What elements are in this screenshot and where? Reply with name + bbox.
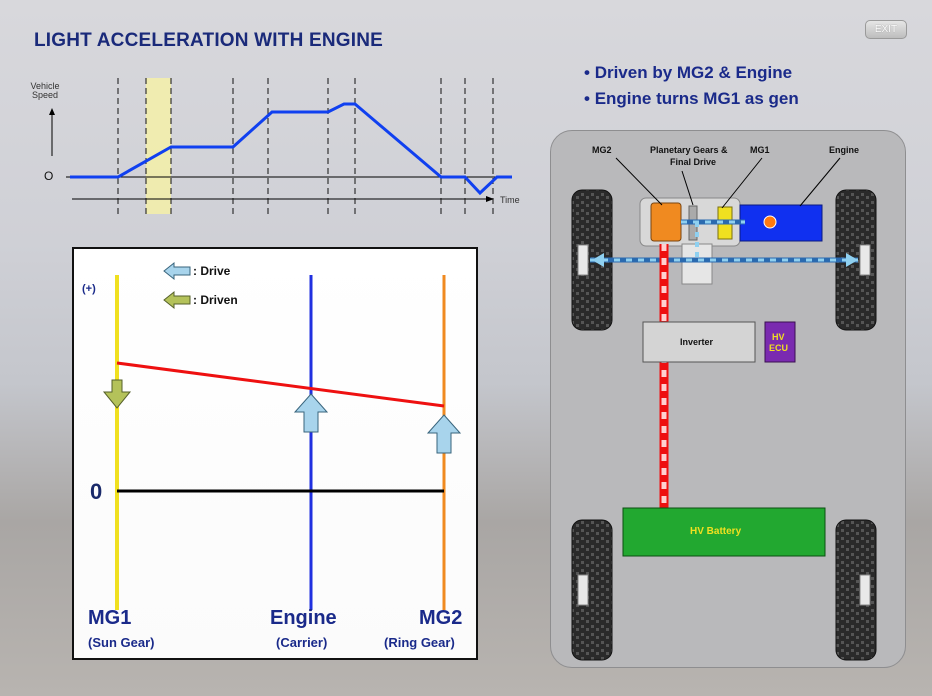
battery-label: HV Battery (690, 526, 742, 537)
time-axis-label: Time (500, 195, 520, 205)
bullet-item: Engine turns MG1 as gen (584, 86, 799, 112)
mg1-axis-sub: (Sun Gear) (88, 635, 155, 650)
phase-lines (117, 78, 494, 214)
speed-curve (70, 102, 512, 196)
speed-zero-label: O (44, 169, 54, 183)
hv-ecu-label-1: HV (772, 332, 785, 342)
hv-ecu-label-2: ECU (769, 343, 789, 353)
mg2-axis-label: MG2 (419, 607, 463, 629)
plus-label: (+) (82, 283, 96, 295)
engine-axis-sub: (Carrier) (276, 635, 328, 650)
bullet-item: Driven by MG2 & Engine (584, 60, 799, 86)
exit-button[interactable]: EXIT (865, 20, 907, 39)
mg2-axis-sub: (Ring Gear) (384, 635, 455, 650)
legend-driven-label: : Driven (193, 293, 238, 307)
planetary-label: Planetary Gears & (650, 145, 728, 155)
mg2-label: MG2 (592, 145, 612, 155)
engine-label: Engine (829, 145, 860, 155)
engine-axis-label: Engine (270, 607, 337, 629)
speed-axis-label: Vehicle Speed (30, 81, 60, 100)
legend-drive-label: : Drive (193, 264, 231, 278)
highlight-band (146, 78, 171, 214)
y-axis-arrow-icon (49, 108, 55, 115)
bullet-list: Driven by MG2 & Engine Engine turns MG1 … (584, 60, 799, 112)
mg1-axis-label: MG1 (88, 607, 132, 629)
page-title: LIGHT ACCELERATION WITH ENGINE (34, 30, 384, 51)
mg1-label: MG1 (750, 145, 770, 155)
nomograph-panel (72, 247, 478, 660)
vehicle-schematic-panel (550, 130, 906, 668)
inverter-label: Inverter (680, 337, 714, 347)
final-drive-label: Final Drive (670, 157, 717, 167)
time-arrow-icon (486, 196, 494, 202)
nomograph-zero-label: 0 (90, 479, 103, 504)
